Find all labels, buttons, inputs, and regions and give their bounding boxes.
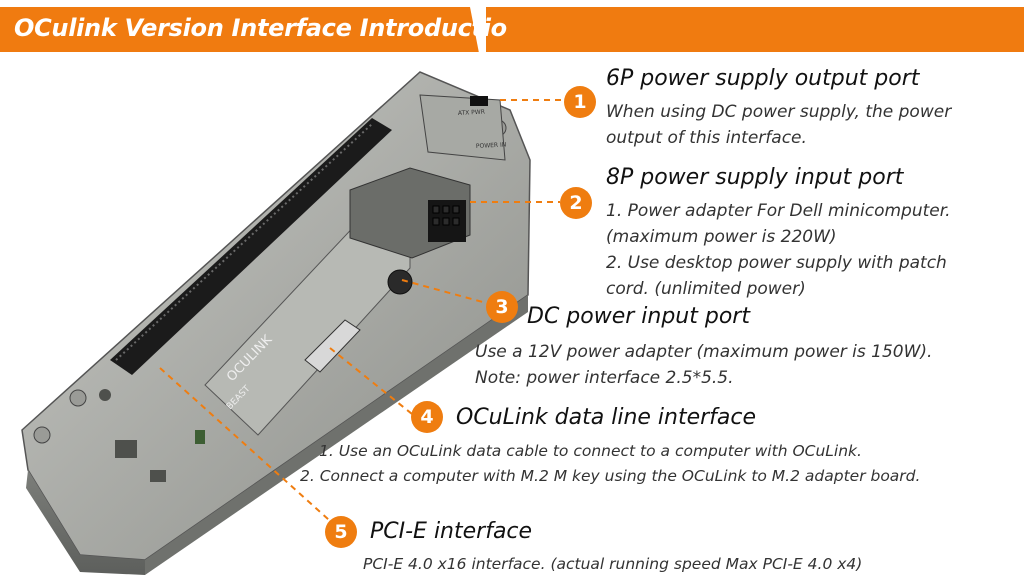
callout-5-badge: 5 <box>325 516 357 548</box>
oculink-port <box>304 319 361 373</box>
callout-2-title: 8P power supply input port <box>606 165 904 190</box>
screw-left-bottom <box>33 426 51 444</box>
atx-label: ATX PWR <box>458 109 485 117</box>
leader-line-5 <box>159 367 339 529</box>
title-banner: OCulink Version Interface Introductio <box>0 7 1024 52</box>
callout-2-line-4: cord. (unlimited power) <box>606 279 806 299</box>
callout-4-line-2: 2. Connect a computer with M.2 M key usi… <box>300 467 921 485</box>
oculink-module: OCULINK BEAST <box>204 219 411 436</box>
callout-3-badge: 3 <box>486 291 518 323</box>
callout-2-line-1: 1. Power adapter For Dell minicomputer. <box>606 201 951 221</box>
screw-left-top <box>69 389 87 407</box>
callout-1-title: 6P power supply output port <box>606 66 920 91</box>
callout-3-line-1: Use a 12V power adapter (maximum power i… <box>475 342 933 362</box>
callout-2-line-3: 2. Use desktop power supply with patch <box>606 253 947 273</box>
pcie-slot <box>110 118 392 375</box>
callout-3-title: DC power input port <box>527 304 750 329</box>
callout-4-line-1: 1. Use an OCuLink data cable to connect … <box>319 442 862 460</box>
callout-1-line-1: When using DC power supply, the power <box>606 102 952 122</box>
callout-2-line-2: (maximum power is 220W) <box>606 227 837 247</box>
power-in-label: POWER IN <box>476 141 507 150</box>
board-components <box>99 389 205 482</box>
callout-3-line-2: Note: power interface 2.5*5.5. <box>475 368 734 388</box>
callout-1-badge: 1 <box>564 86 596 118</box>
six-pin-connector: ATX PWR POWER IN <box>419 94 507 161</box>
callout-4-badge: 4 <box>411 401 443 433</box>
banner-title: OCulink Version Interface Introductio <box>14 14 507 42</box>
dc-jack <box>387 269 413 295</box>
callout-2-badge: 2 <box>560 187 592 219</box>
callout-1-line-2: output of this interface. <box>606 128 807 148</box>
leader-line-3 <box>401 279 491 305</box>
callout-5-title: PCI-E interface <box>370 519 533 544</box>
callout-4-title: OCuLink data line interface <box>456 405 757 430</box>
leader-lines <box>159 99 566 529</box>
eight-pin-connector <box>349 167 471 259</box>
callout-5-line-1: PCI-E 4.0 x16 interface. (actual running… <box>363 555 863 573</box>
